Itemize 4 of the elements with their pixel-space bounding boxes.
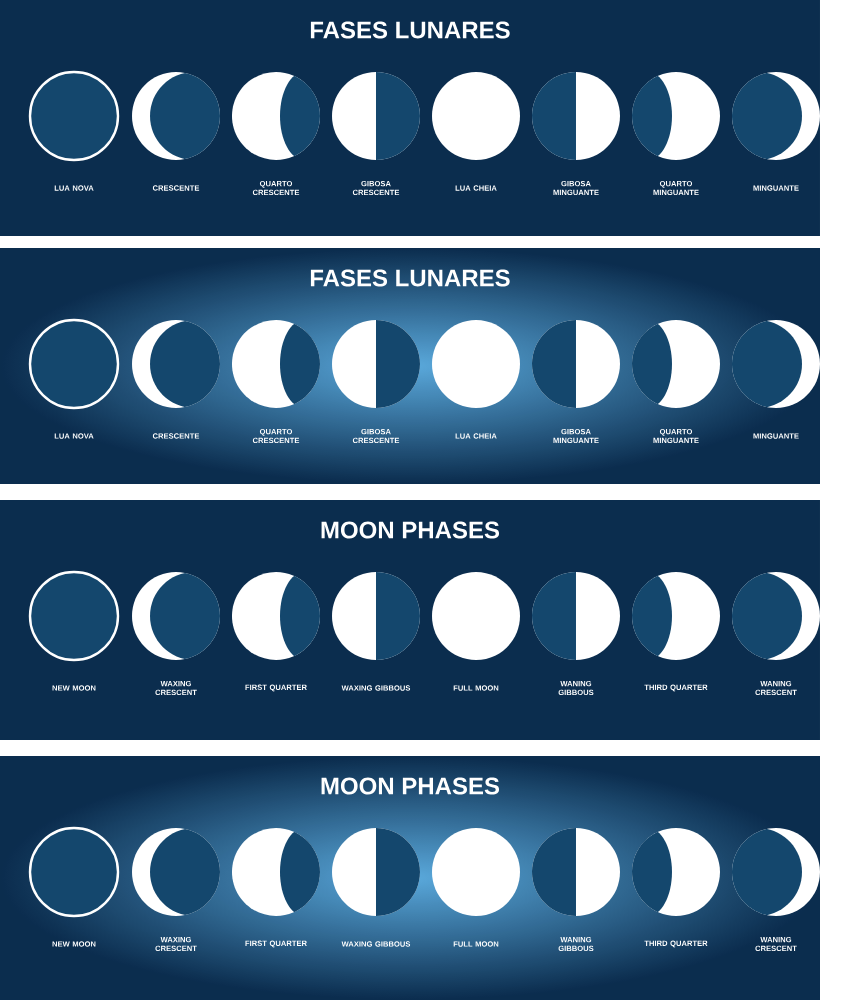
panel-title: MOON PHASES bbox=[321, 521, 500, 539]
panel-title: MOON PHASES bbox=[321, 777, 500, 795]
panel-title: FASES LUNARES bbox=[310, 21, 510, 39]
panel-title: FASES LUNARES bbox=[310, 269, 510, 287]
